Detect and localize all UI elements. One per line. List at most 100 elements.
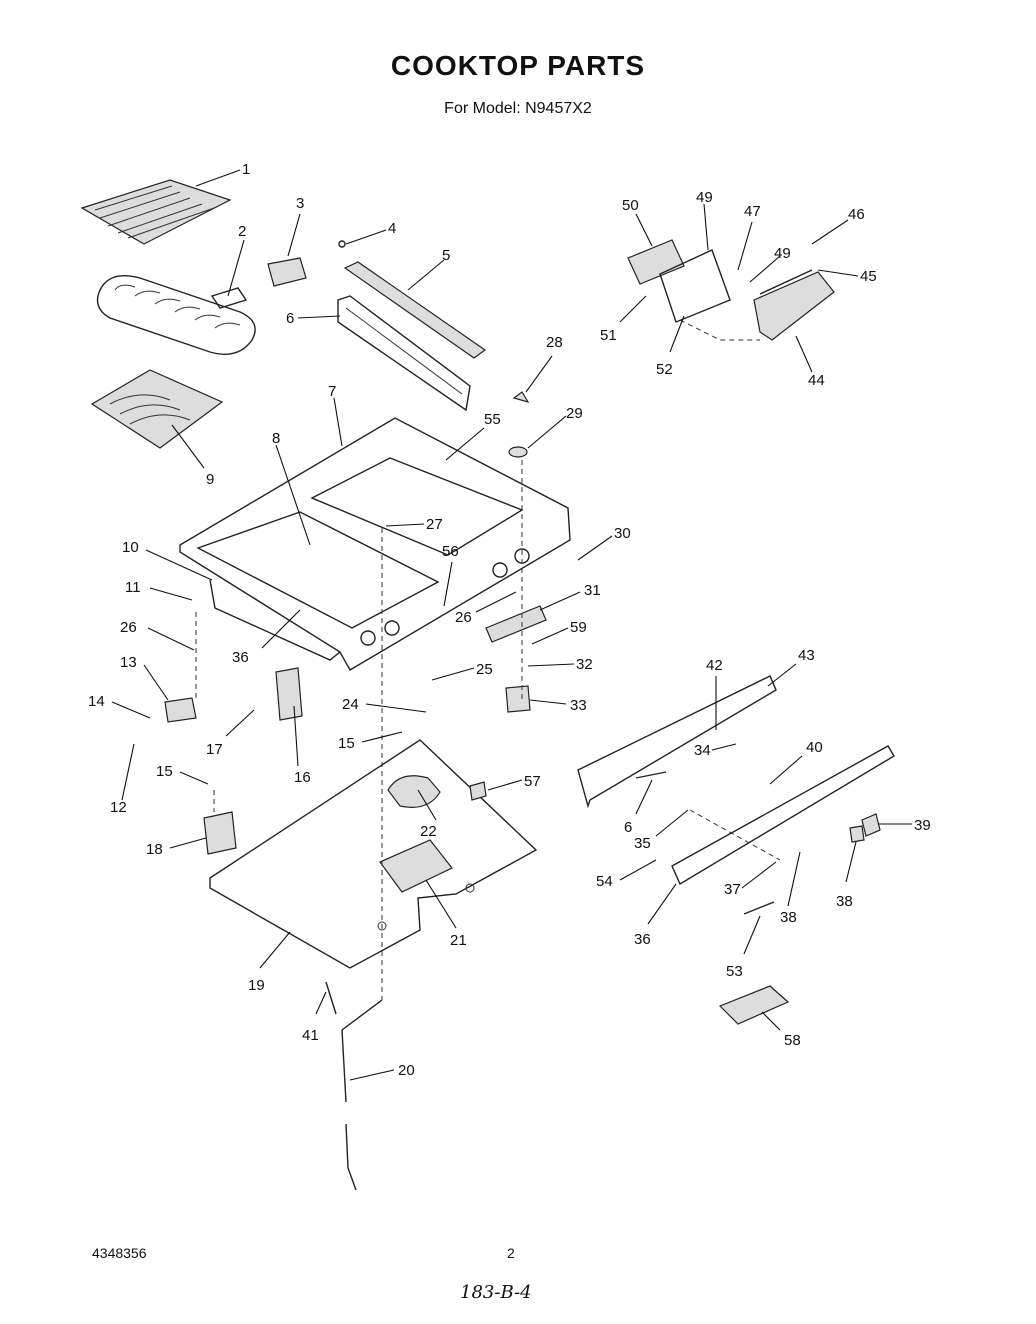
part-hinge-18 (203, 811, 237, 855)
callout-label: 9 (206, 471, 214, 488)
callout-label: 24 (342, 696, 359, 713)
alignment-line (689, 809, 781, 861)
part-clip-58 (469, 781, 487, 801)
callout-label: 20 (398, 1062, 415, 1079)
callout-label: 44 (808, 372, 825, 389)
callout-label: 35 (634, 835, 651, 852)
callout-label: 3 (296, 195, 304, 212)
callout-label: 30 (614, 525, 631, 542)
callout-label: 8 (272, 430, 280, 447)
callout-label: 52 (656, 361, 673, 378)
callout-label: 1 (242, 161, 250, 178)
callout-label: 28 (546, 334, 563, 351)
callout-label: 16 (294, 769, 311, 786)
callout-label: 45 (860, 268, 877, 285)
callout-label: 29 (566, 405, 583, 422)
callout-label: 57 (524, 773, 541, 790)
callout-label: 2 (238, 223, 246, 240)
callout-label: 43 (798, 647, 815, 664)
callout-label: 39 (914, 817, 931, 834)
part-knob-29 (508, 446, 528, 458)
part-bracket-31 (485, 605, 547, 643)
callout-label: 49 (774, 245, 791, 262)
callout-label: 26 (455, 609, 472, 626)
part-housing-51 (627, 239, 685, 285)
callout-label: 56 (442, 543, 459, 560)
part-bracket-13 (164, 697, 197, 723)
part-plate-59 (718, 985, 790, 1025)
callout-label: 5 (442, 247, 450, 264)
part-bottom-panel (209, 739, 538, 969)
callout-label: 38 (780, 909, 797, 926)
callout-label: 47 (744, 203, 761, 220)
callout-label: 7 (328, 383, 336, 400)
part-clip-39 (849, 825, 865, 843)
callout-label: 37 (724, 881, 741, 898)
handwritten-note: 183-B-4 (460, 1282, 532, 1303)
callout-label: 6 (286, 310, 294, 327)
callout-label: 6 (624, 819, 632, 836)
callout-label: 14 (88, 693, 105, 710)
callout-label: 33 (570, 697, 587, 714)
part-terminal-block (267, 257, 307, 287)
callout-label: 31 (584, 582, 601, 599)
callout-label: 46 (848, 206, 865, 223)
callout-label: 15 (156, 763, 173, 780)
part-rail-36 (671, 745, 895, 886)
part-block-33 (505, 685, 531, 713)
callout-label: 36 (634, 931, 651, 948)
callout-label: 21 (450, 932, 467, 949)
callout-label: 58 (784, 1032, 801, 1049)
page-title: COOKTOP PARTS (390, 50, 646, 81)
model-subtitle: For Model: N9457X2 (444, 100, 592, 117)
part-lower-pan (209, 579, 341, 661)
part-rod-20 (341, 999, 383, 1191)
callout-label: 11 (125, 579, 141, 596)
callout-label: 59 (570, 619, 587, 636)
callout-label: 55 (484, 411, 501, 428)
callout-label: 13 (120, 654, 137, 671)
part-vent-frame (337, 295, 471, 412)
callout-label: 26 (120, 619, 137, 636)
callout-label: 34 (694, 742, 711, 759)
part-bracket-16 (275, 667, 303, 721)
part-vent-grille (343, 261, 487, 359)
part-clip-42 (325, 981, 337, 1015)
page-number: 2 (507, 1245, 515, 1261)
callout-label: 10 (122, 539, 139, 556)
part-clip-61 (635, 771, 667, 779)
callout-label: 54 (596, 873, 613, 890)
callout-label: 19 (248, 977, 265, 994)
part-knob-base-22 (387, 775, 441, 808)
callout-group: 1 2 3 4 5 6 7 8 9 10 11 12 13 14 15 15 1 (88, 161, 931, 1081)
callout-label: 50 (622, 197, 639, 214)
callout-label: 4 (388, 220, 396, 237)
part-clip-54 (743, 901, 775, 915)
callout-label: 38 (836, 893, 853, 910)
part-bracket-21 (379, 839, 453, 893)
callout-label: 53 (726, 963, 743, 980)
part-drip-pan (90, 369, 224, 449)
part-strip-46 (759, 269, 813, 295)
part-frame-50 (659, 249, 731, 323)
callout-label: 18 (146, 841, 163, 858)
part-grill-grate (80, 179, 232, 245)
part-heating-element (96, 275, 256, 355)
part-clip-40 (861, 813, 881, 837)
part-screw-4 (338, 240, 346, 248)
callout-label: 27 (426, 516, 443, 533)
callout-label: 42 (706, 657, 723, 674)
callout-label: 22 (420, 823, 437, 840)
part-rail-44 (577, 675, 777, 809)
part-cover-45 (753, 271, 835, 341)
callout-label: 51 (600, 327, 617, 344)
document-number: 4348356 (92, 1245, 147, 1261)
callout-label: 49 (696, 189, 713, 206)
callout-label: 41 (302, 1027, 319, 1044)
part-knob-28 (512, 391, 530, 403)
callout-label: 12 (110, 799, 127, 816)
callout-label: 32 (576, 656, 593, 673)
callout-label: 17 (206, 741, 223, 758)
callout-label: 40 (806, 739, 823, 756)
